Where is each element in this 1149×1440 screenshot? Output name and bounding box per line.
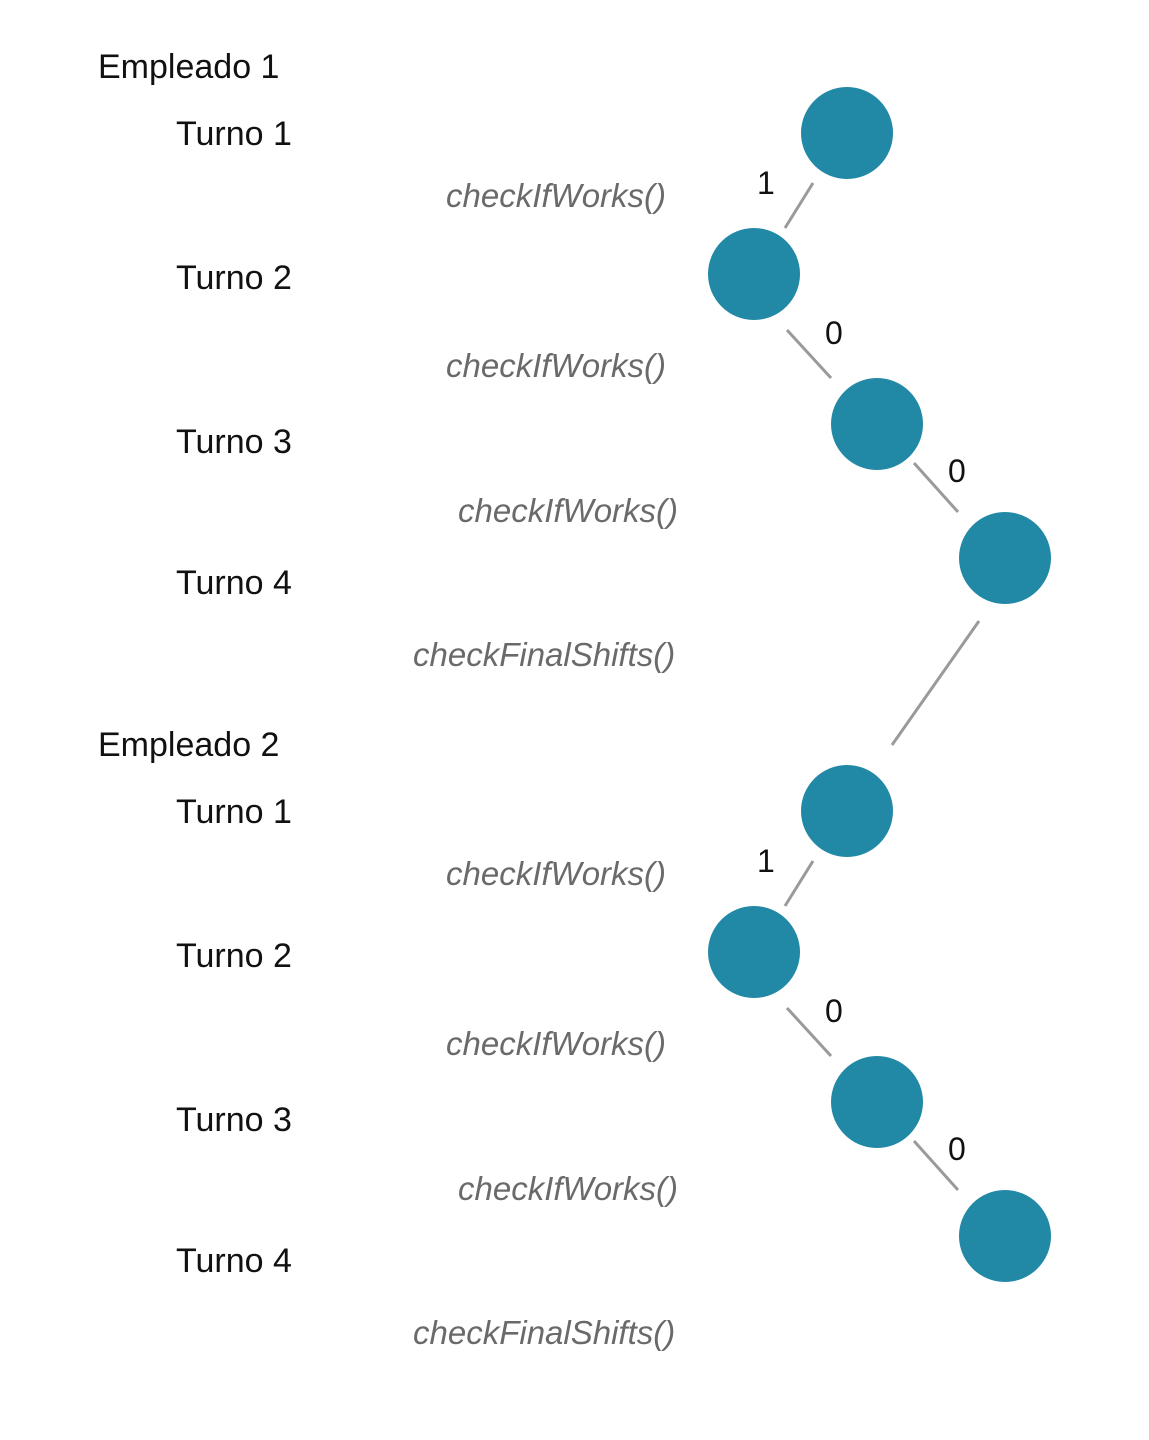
function-label: checkIfWorks(): [446, 1025, 666, 1062]
function-label: checkIfWorks(): [446, 177, 666, 214]
turn-label: Turno 1: [176, 115, 292, 153]
tree-node: [708, 906, 800, 998]
function-label: checkIfWorks(): [458, 492, 678, 529]
inter-employee-edge: [890, 620, 981, 746]
function-label: checkIfWorks(): [458, 1170, 678, 1207]
edge-value-label: 0: [825, 993, 843, 1029]
function-label: checkFinalShifts(): [413, 636, 675, 673]
turn-label: Turno 3: [176, 1101, 292, 1139]
tree-edge: [783, 860, 815, 907]
labels-layer: Empleado 1 Turno 1 Turno 2 Turno 3 Turno 4 ch…: [98, 48, 966, 1351]
edges-layer: [783, 182, 981, 1192]
tree-edge: [783, 182, 815, 229]
tree-node: [708, 228, 800, 320]
edge-value-label: 0: [948, 453, 966, 489]
edge-value-label: 1: [757, 843, 775, 879]
function-label: checkFinalShifts(): [413, 1314, 675, 1351]
turn-label: Turno 4: [176, 564, 292, 602]
tree-edge: [912, 1139, 960, 1192]
employee-label: Empleado 1: [98, 48, 279, 86]
tree-node: [831, 1056, 923, 1148]
edge-value-label: 1: [757, 165, 775, 201]
employee-label: Empleado 2: [98, 726, 279, 764]
function-label: checkIfWorks(): [446, 855, 666, 892]
turn-label: Turno 2: [176, 259, 292, 297]
edge-value-label: 0: [825, 315, 843, 351]
tree-edge: [785, 1006, 833, 1058]
turn-label: Turno 4: [176, 1242, 292, 1280]
edge-value-label: 0: [948, 1131, 966, 1167]
nodes-layer: [708, 87, 1051, 1282]
tree-edge: [912, 461, 960, 514]
tree-edge: [785, 328, 833, 380]
tree-node: [959, 512, 1051, 604]
turn-label: Turno 1: [176, 793, 292, 831]
tree-node: [959, 1190, 1051, 1282]
turn-label: Turno 3: [176, 423, 292, 461]
turn-label: Turno 2: [176, 937, 292, 975]
tree-node: [801, 765, 893, 857]
tree-node: [801, 87, 893, 179]
tree-node: [831, 378, 923, 470]
function-label: checkIfWorks(): [446, 347, 666, 384]
